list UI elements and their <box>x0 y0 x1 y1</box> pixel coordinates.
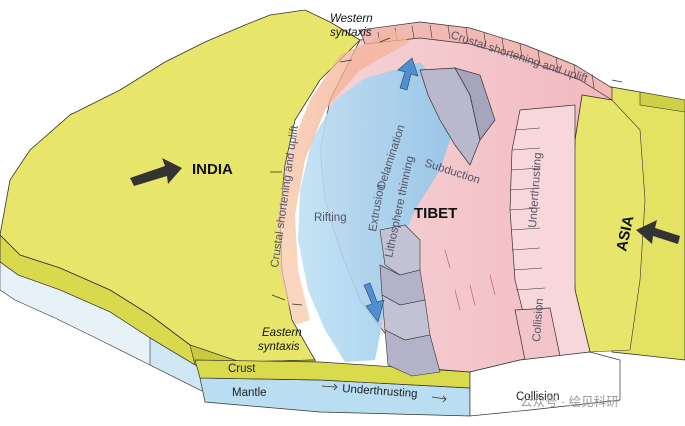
india-motion-arrow <box>130 158 182 186</box>
india-label: INDIA <box>192 161 233 178</box>
western-syntaxis-label-line2: syntaxis <box>330 27 372 39</box>
eastern-syntaxis-label-line2: syntaxis <box>258 341 300 353</box>
rifting-label: Rifting <box>314 212 347 224</box>
asia-plate <box>571 84 685 361</box>
collision-bottom-label: Collision <box>516 391 559 403</box>
tibet-label: TIBET <box>414 205 457 222</box>
underthrusting-bottom-label: Underthrusting <box>342 383 418 400</box>
underthrusting-right-label: Underthrusting <box>527 152 544 228</box>
uplift-band <box>278 30 410 325</box>
extrusion-arrow-up <box>397 57 419 91</box>
blue-zone <box>298 62 455 362</box>
asia-motion-arrow <box>636 220 680 244</box>
crust-label: Crust <box>228 363 256 375</box>
mantle-label: Mantle <box>232 387 267 399</box>
watermark-text: 公众号 · 绘见科研 <box>520 394 619 409</box>
fault-lines <box>444 249 496 311</box>
collision-vertical-label: Collision <box>531 298 546 342</box>
extrusion-arrow-down <box>363 282 385 323</box>
underthrust-bottom-arrows <box>321 383 447 403</box>
mantle-slab <box>194 359 471 417</box>
small-arrows <box>270 37 623 306</box>
western-syntaxis-label-line1: Western <box>330 13 373 25</box>
eastern-syntaxis-label-line1: Eastern <box>262 327 302 339</box>
gray-blocks <box>379 67 496 377</box>
